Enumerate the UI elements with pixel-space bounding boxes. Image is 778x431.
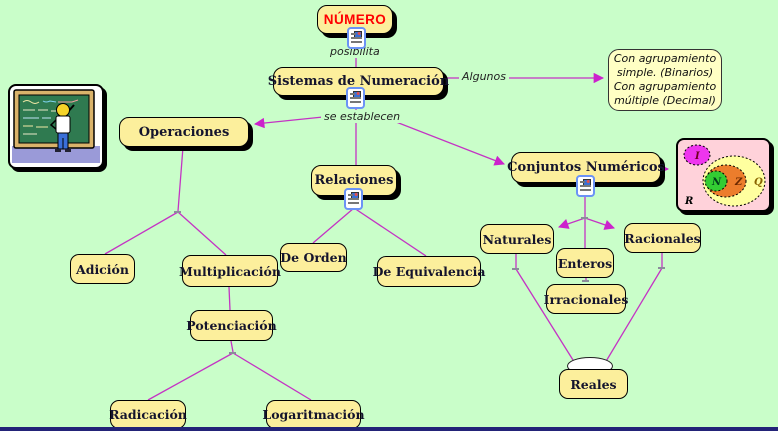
node-label: Naturales xyxy=(482,231,552,247)
annotation-line: múltiple (Decimal) xyxy=(614,94,716,108)
node-irracionales[interactable]: Irracionales xyxy=(543,284,629,314)
link-label-algunos[interactable]: Algunos xyxy=(459,70,509,83)
link-midpoint-handle[interactable] xyxy=(512,268,519,270)
annotation-line: simple. (Binarios) xyxy=(616,65,714,79)
link-label-posibilita[interactable]: posibilita xyxy=(327,45,383,58)
venn-label-enteros: Z xyxy=(734,177,743,188)
venn-drawing: I Q Z N R xyxy=(683,144,766,207)
node-potenciacion[interactable]: Potenciación xyxy=(186,310,277,341)
node-label: Irracionales xyxy=(543,291,629,307)
node-label: De Orden xyxy=(280,250,347,265)
chalkboard-image[interactable] xyxy=(8,84,104,169)
node-reales[interactable]: Reales xyxy=(559,369,628,399)
node-label: Relaciones xyxy=(314,173,394,188)
venn-label-reales: R xyxy=(684,196,693,207)
node-logaritmacion[interactable]: Logaritmación xyxy=(262,400,365,429)
node-adicion[interactable]: Adición xyxy=(70,254,135,284)
link-midpoint-handle[interactable] xyxy=(581,217,588,219)
node-label: De Equivalencia xyxy=(372,264,486,279)
venn-label-racionales: Q xyxy=(754,177,763,188)
node-multiplicacion[interactable]: Multiplicación xyxy=(179,255,281,287)
node-label: Conjuntos Numéricos xyxy=(507,160,665,175)
node-label: Racionales xyxy=(624,230,701,246)
chalkboard-drawing xyxy=(12,89,100,163)
node-label: Radicación xyxy=(109,407,187,422)
node-label: NÚMERO xyxy=(323,12,387,27)
annotation-box[interactable]: Con agrupamiento simple. (Binarios) Con … xyxy=(608,49,722,111)
annotation-line: Con agrupamiento xyxy=(613,80,717,93)
window-bottom-edge xyxy=(0,427,778,431)
node-label: Potenciación xyxy=(186,318,277,333)
link-label-se-establecen[interactable]: se establecen xyxy=(321,110,404,123)
venn-label-naturales: N xyxy=(711,177,722,188)
node-label: Sistemas de Numeración xyxy=(267,74,450,89)
link-midpoint-handle[interactable] xyxy=(658,267,665,269)
node-label: Multiplicación xyxy=(179,263,281,279)
node-label: Reales xyxy=(570,376,617,392)
link-midpoint-handle[interactable] xyxy=(582,280,589,282)
node-racionales[interactable]: Racionales xyxy=(624,223,701,253)
number-sets-venn-image[interactable]: I Q Z N R xyxy=(676,138,771,212)
node-enteros[interactable]: Enteros xyxy=(556,248,614,278)
resource-icon[interactable] xyxy=(576,175,595,197)
node-label: Operaciones xyxy=(138,124,230,140)
node-naturales[interactable]: Naturales xyxy=(480,224,554,254)
resource-icon[interactable] xyxy=(346,87,365,109)
link-midpoint-handle[interactable] xyxy=(174,211,181,213)
node-operaciones[interactable]: Operaciones xyxy=(119,117,249,147)
venn-label-imaginarios: I xyxy=(694,151,700,162)
resource-icon[interactable] xyxy=(344,188,363,210)
resource-icon[interactable] xyxy=(347,27,366,49)
node-label: Logaritmación xyxy=(262,407,365,422)
node-radicacion[interactable]: Radicación xyxy=(109,400,187,429)
node-de-equivalencia[interactable]: De Equivalencia xyxy=(373,256,485,287)
node-de-orden[interactable]: De Orden xyxy=(280,243,347,272)
node-label: Adición xyxy=(76,261,129,277)
node-label: Enteros xyxy=(557,255,613,271)
annotation-line: Con agrupamiento xyxy=(613,51,717,65)
link-midpoint-handle[interactable] xyxy=(229,352,236,354)
